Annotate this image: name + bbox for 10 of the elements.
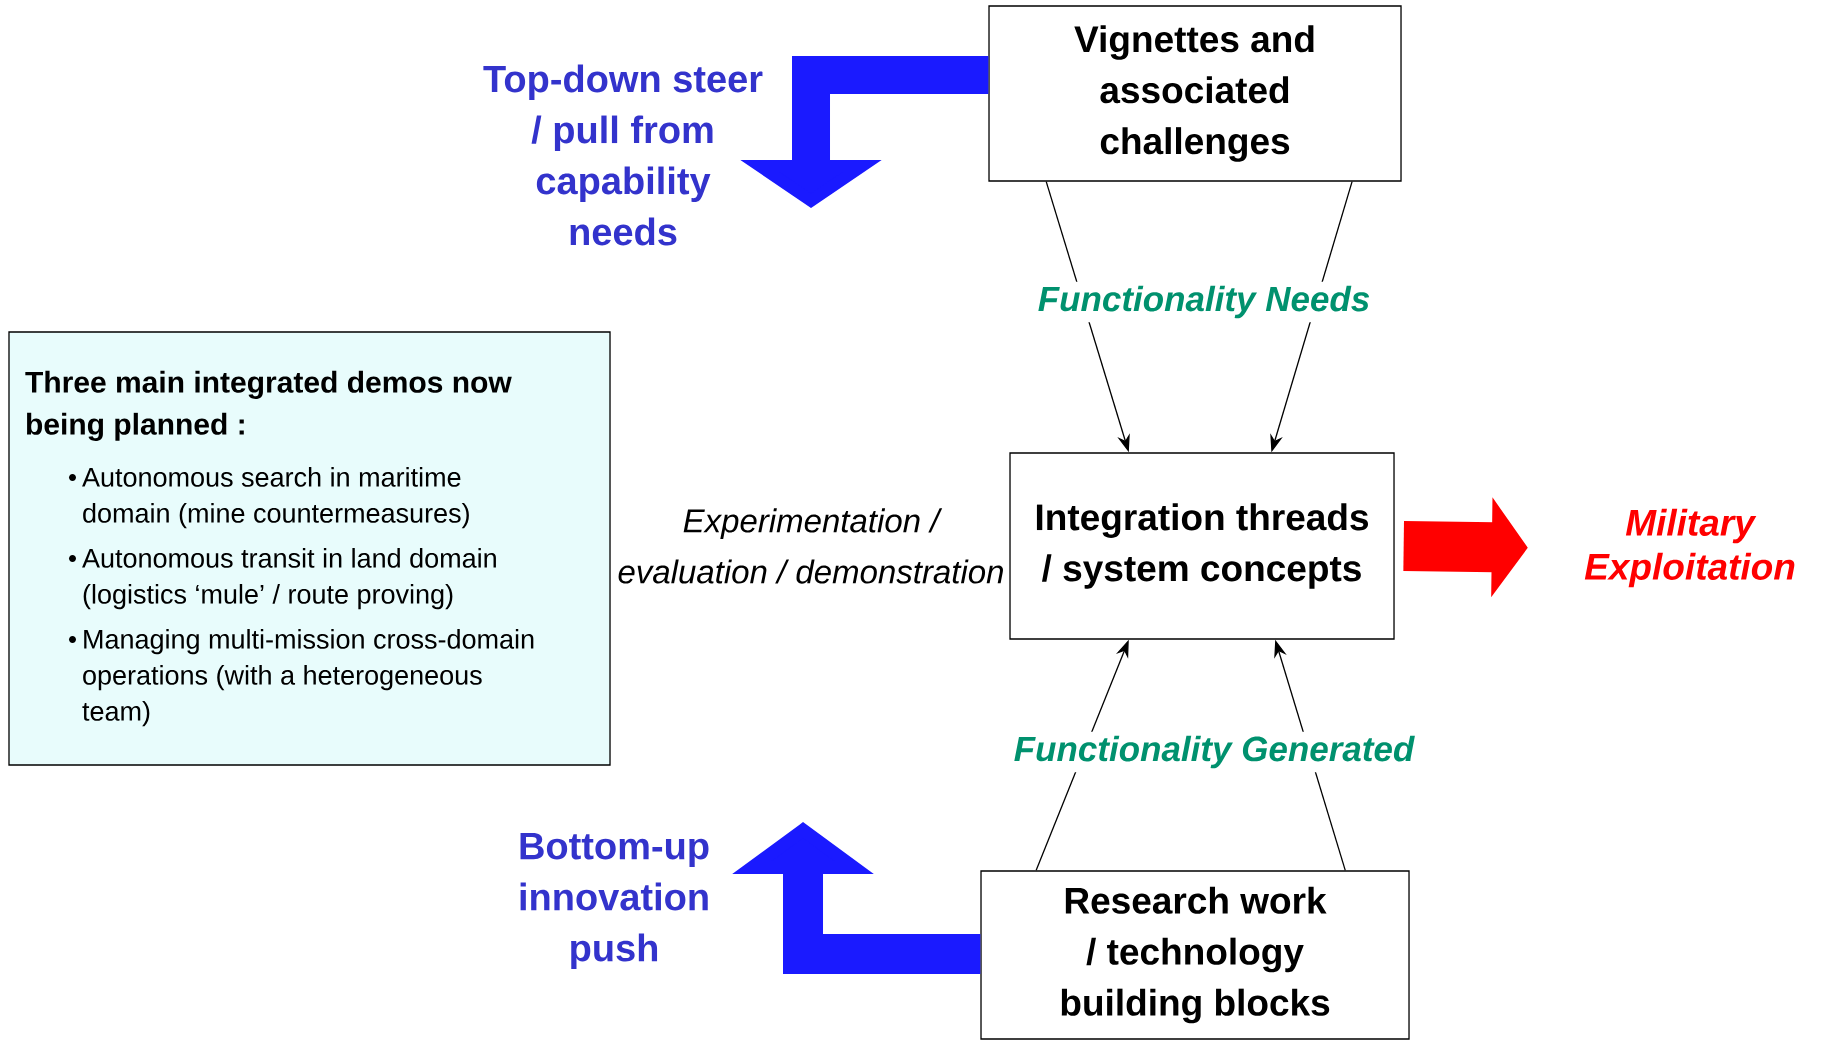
text-box: Integration threads / system concepts <box>1009 452 1395 640</box>
caption-text: Bottom-up innovation push <box>520 833 709 969</box>
text-box: Research work / technology building blocks <box>980 870 1410 1040</box>
caption-text: Experimentation / evaluation / demonstration <box>618 508 1003 584</box>
caption-text: Top-down steer / pull from capability needs <box>483 64 763 246</box>
note-box: Three main integrated demos now being planned : Autonomous search in maritime domain (mine countermeasures) Autonomous transit in land domain (logistics ‘mule’ / route proving) Managing multi-mission cross-domain operations (with a heterogeneous team) <box>8 331 611 766</box>
exploitation-label: Military Exploitation <box>1584 508 1795 588</box>
text-box: Vignettes and associated challenges <box>988 5 1402 182</box>
edge-label: Functionality Generated <box>1009 731 1419 773</box>
edge-label: Functionality Needs <box>1033 281 1375 323</box>
